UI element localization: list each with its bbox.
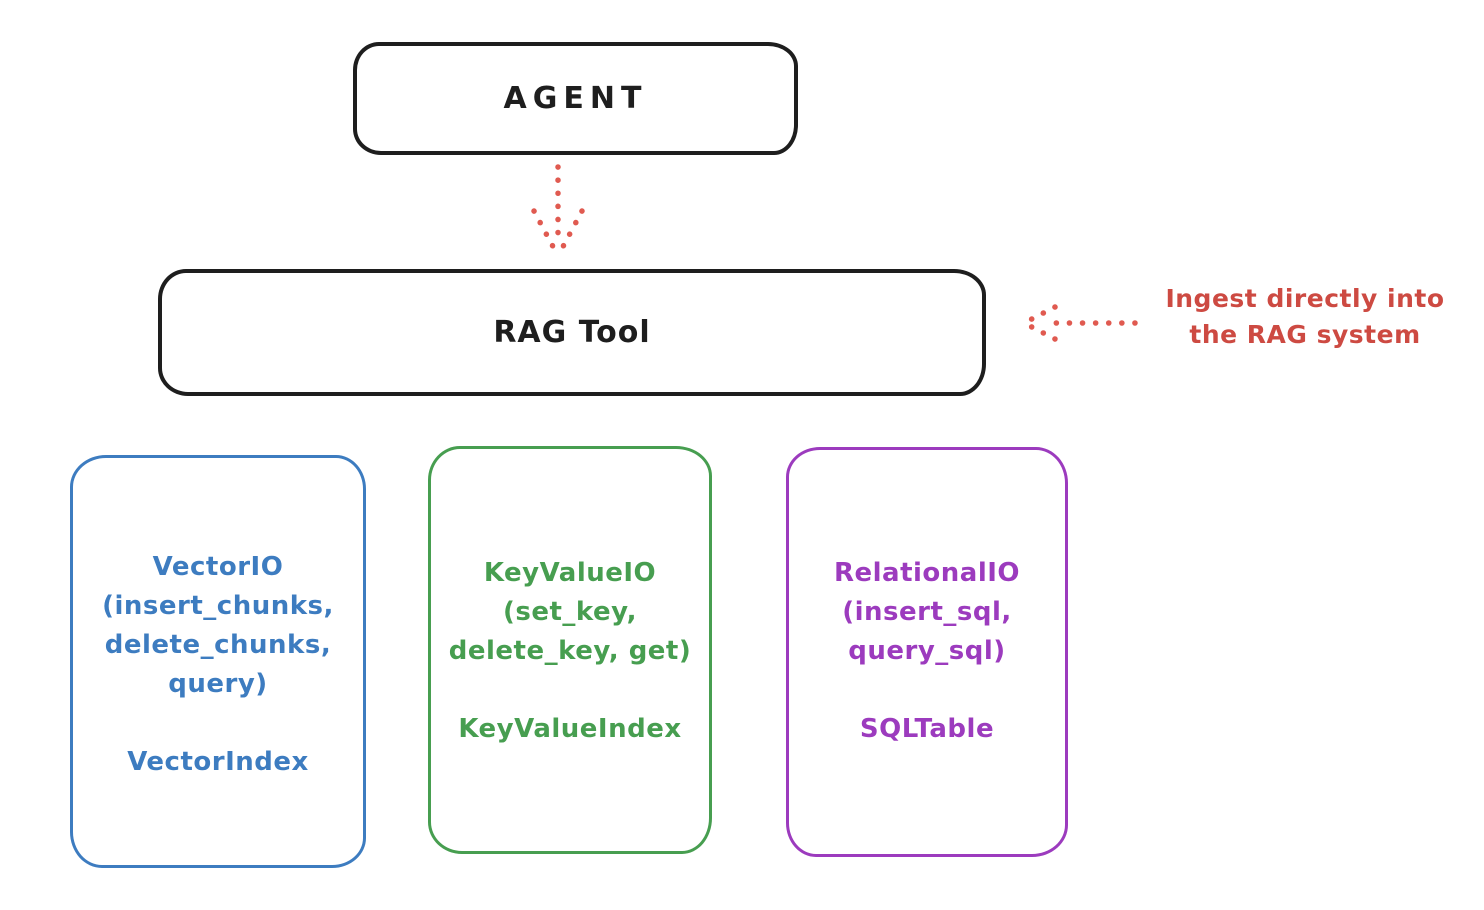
key-value-io-title: KeyValueIO (483, 558, 657, 588)
rag-tool-node: RAG Tool (158, 269, 986, 396)
ingest-annotation-line1: Ingest directly into (1165, 284, 1445, 313)
relational-io-methods-line2: query_sql) (848, 636, 1006, 666)
key-value-io-node: KeyValueIO (set_key, delete_key, get) Ke… (428, 446, 712, 854)
agent-node-label: AGENT (503, 81, 648, 116)
ingest-annotation-line2: the RAG system (1189, 320, 1421, 349)
vector-io-title: VectorIO (152, 552, 284, 582)
arrow-left-icon (1021, 304, 1138, 342)
rag-tool-node-label: RAG Tool (493, 315, 651, 350)
vector-index-label: VectorIndex (127, 747, 309, 777)
key-value-index-label: KeyValueIndex (458, 714, 682, 744)
key-value-io-methods-line2: delete_key, get) (448, 636, 692, 666)
spacer (73, 704, 363, 743)
agent-node: AGENT (353, 42, 798, 155)
spacer (431, 671, 709, 710)
relational-io-node: RelationalIO (insert_sql, query_sql) SQL… (786, 447, 1068, 857)
vector-io-methods-line2: delete_chunks, (104, 630, 332, 660)
sql-table-label: SQLTable (859, 714, 995, 744)
vector-io-methods-line3: query) (168, 669, 268, 699)
ingest-annotation: Ingest directly into the RAG system (1138, 281, 1472, 353)
arrow-down-icon (531, 164, 585, 259)
relational-io-title: RelationalIO (833, 558, 1021, 588)
vector-io-methods-line1: (insert_chunks, (102, 591, 334, 621)
spacer (789, 671, 1065, 710)
relational-io-methods-line1: (insert_sql, (842, 597, 1012, 627)
vector-io-node: VectorIO (insert_chunks, delete_chunks, … (70, 455, 366, 868)
key-value-io-methods-line1: (set_key, (503, 597, 637, 627)
